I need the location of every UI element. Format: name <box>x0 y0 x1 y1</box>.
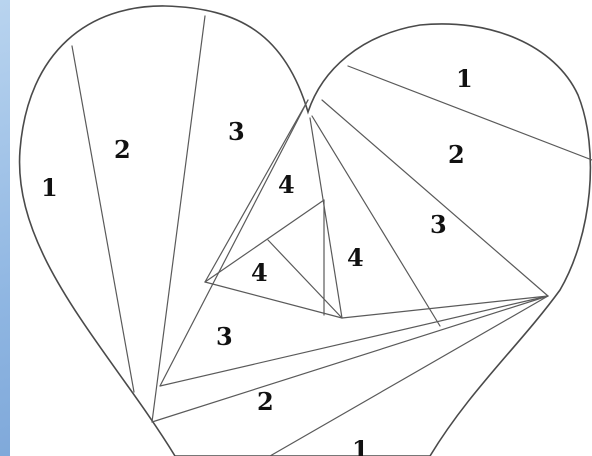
section-number-center-4b: 4 <box>251 258 268 287</box>
section-number-left-1: 1 <box>41 173 58 202</box>
section-number-bottom-3: 3 <box>216 322 233 351</box>
section-number-right-3: 3 <box>430 210 447 239</box>
section-number-center-4c: 4 <box>347 243 364 272</box>
section-number-right-1: 1 <box>456 64 473 93</box>
section-number-left-2: 2 <box>114 135 131 164</box>
section-number-bottom-2: 2 <box>257 387 274 416</box>
section-number-center-4a: 4 <box>278 170 295 199</box>
section-number-right-2: 2 <box>448 140 465 169</box>
section-number-bottom-1: 1 <box>352 435 369 456</box>
section-number-left-3: 3 <box>228 117 245 146</box>
